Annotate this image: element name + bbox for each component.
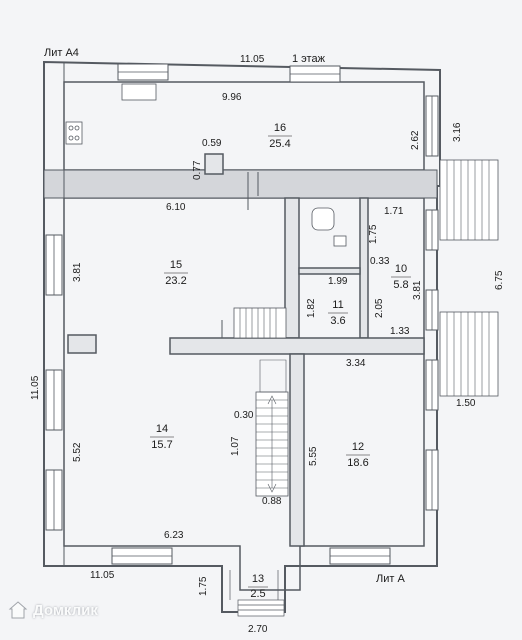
dim-182: 1.82 [306,298,317,318]
dim-334: 3.34 [346,358,366,369]
room-14-area: 15.7 [151,439,172,451]
dim-199: 1.99 [328,276,348,287]
porch-steps [221,566,285,617]
room-11-area: 3.6 [330,315,345,327]
staircase [233,307,289,497]
dim-675: 6.75 [494,270,505,290]
wall-fills [43,61,438,567]
dim-150: 1.50 [456,398,476,409]
room-12-area: 18.6 [347,457,368,469]
dim-270: 2.70 [248,624,268,635]
window-lines [53,71,433,557]
staircase-treads [239,308,288,493]
dim-133: 1.33 [390,326,410,337]
dim-175b: 1.75 [198,576,209,596]
dim-107: 1.07 [230,436,241,456]
dim-381-right: 3.81 [412,280,423,300]
room-16-number: 16 [274,122,286,134]
dimension-labels: 11.05 9.96 0.59 6.10 1.71 1.99 0.33 1.33… [90,54,476,635]
dim-077: 0.77 [192,160,203,180]
room-11-number: 11 [332,299,343,311]
right-steps-lines [446,160,490,396]
lit-top-label: Лит А4 [44,47,79,59]
room-15-number: 15 [170,259,182,271]
dim-623: 6.23 [164,530,184,541]
dimension-labels-vertical: 2.62 3.16 0.77 1.75 3.81 3.81 6.75 1.82 … [30,122,505,596]
room-13-number: 13 [252,573,264,585]
dim-030: 0.30 [234,410,254,421]
dim-088: 0.88 [262,496,282,507]
dim-205: 2.05 [374,298,385,318]
watermark-text: Домклик [33,601,98,619]
dim-033: 0.33 [370,256,390,267]
right-steps [439,159,499,397]
fixtures [65,83,347,247]
dim-top-total: 11.05 [240,54,265,65]
dim-left-total: 11.05 [30,375,41,400]
dim-outer-right: 3.16 [452,122,463,142]
room-14-number: 14 [156,423,168,435]
dim-171: 1.71 [384,206,404,217]
lit-bottom-label: Лит А [376,573,405,585]
room-13-area: 2.5 [250,588,265,600]
dim-381-left: 3.81 [72,262,83,282]
dim-r16-side: 2.62 [410,130,421,150]
room-10-number: 10 [395,263,407,275]
dim-059: 0.59 [202,138,222,149]
watermark: Домклик [8,600,98,620]
dim-610: 6.10 [166,202,186,213]
floor-label: 1 этаж [292,53,326,65]
dim-552: 5.52 [72,442,83,462]
dim-bottom-left: 11.05 [90,570,115,581]
room-10-area: 5.8 [393,279,408,291]
house-icon [8,601,28,619]
room-12-number: 12 [352,441,364,453]
room-16-area: 25.4 [269,138,290,150]
dim-175: 1.75 [368,224,379,244]
room-15-area: 23.2 [165,275,186,287]
dim-555: 5.55 [308,446,319,466]
interior-walls [67,153,425,547]
dim-r16-width: 9.96 [222,92,242,103]
door-marks [221,172,259,338]
